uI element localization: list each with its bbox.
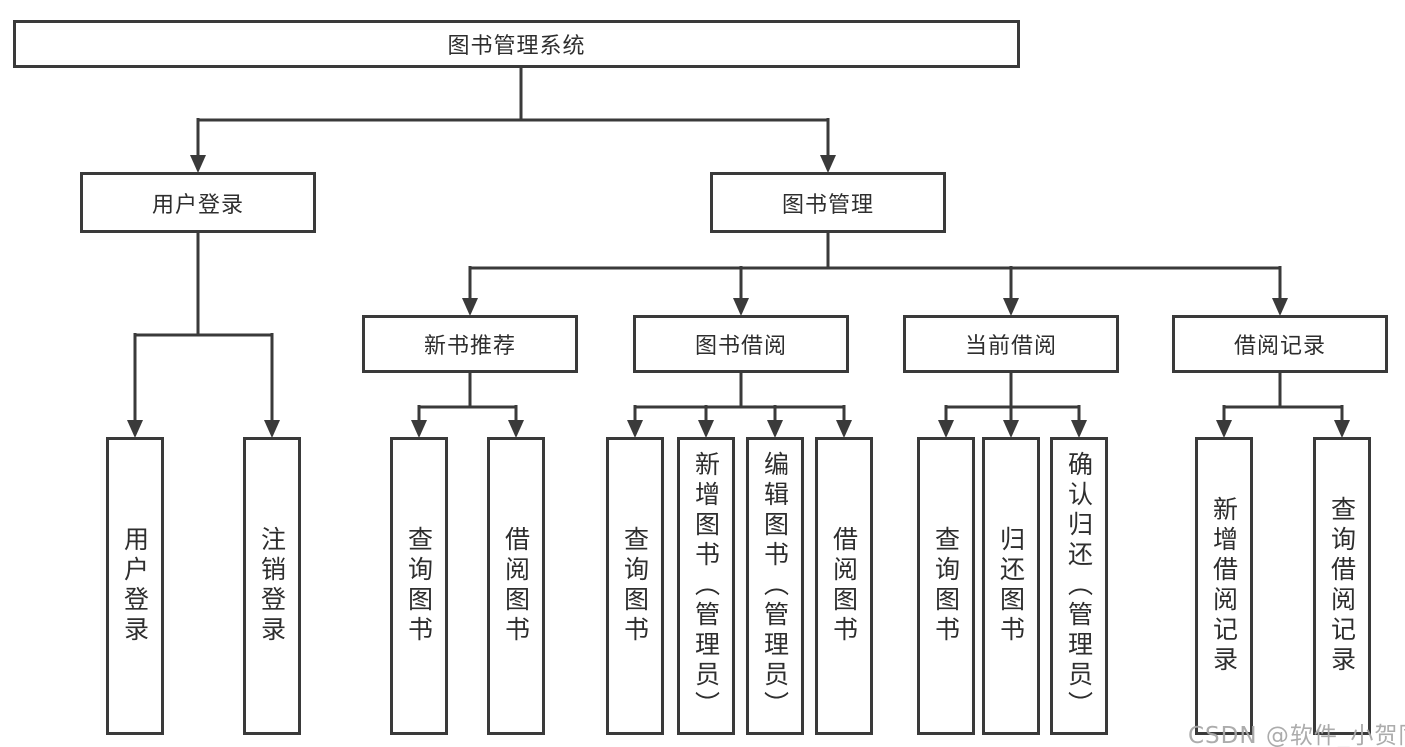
node-leaf-user-login-label: 用户登录 [120,526,150,646]
node-book-management: 图书管理 [710,172,946,233]
node-leaf-edit-book-admin: 编辑图书（管理员） [746,437,804,735]
node-leaf-confirm-return-admin-label: 确认归还（管理员） [1064,451,1094,721]
csdn-watermark: CSDN @软件_小贺同学 [1188,723,1405,747]
node-root-label: 图书管理系统 [447,34,586,59]
node-current-borrow: 当前借阅 [903,315,1119,373]
node-leaf-add-borrow-record: 新增借阅记录 [1195,437,1253,735]
node-leaf-query-books-3: 查询图书 [917,437,975,735]
node-leaf-borrow-books-2-label: 借阅图书 [829,526,859,646]
node-leaf-return-books-label: 归还图书 [996,526,1026,646]
node-user-login-label: 用户登录 [151,192,244,218]
node-leaf-query-books-3-label: 查询图书 [931,526,961,646]
node-leaf-logout-label: 注销登录 [257,526,287,646]
node-leaf-user-login: 用户登录 [106,437,164,735]
node-borrow-records-label: 借阅记录 [1233,334,1326,359]
node-leaf-logout: 注销登录 [243,437,301,735]
node-leaf-add-book-admin: 新增图书（管理员） [677,437,735,735]
node-new-book-recommend-label: 新书推荐 [423,334,516,359]
node-book-borrow-label: 图书借阅 [694,334,787,359]
node-leaf-confirm-return-admin: 确认归还（管理员） [1050,437,1108,735]
node-user-login: 用户登录 [80,172,316,233]
node-borrow-records: 借阅记录 [1172,315,1388,373]
node-leaf-add-borrow-record-label: 新增借阅记录 [1209,496,1239,676]
node-leaf-borrow-books-2: 借阅图书 [815,437,873,735]
node-leaf-add-book-admin-label: 新增图书（管理员） [691,451,721,721]
node-current-borrow-label: 当前借阅 [964,334,1057,359]
node-leaf-query-borrow-record-label: 查询借阅记录 [1327,496,1357,676]
node-new-book-recommend: 新书推荐 [362,315,578,373]
node-leaf-borrow-books-1: 借阅图书 [487,437,545,735]
node-leaf-edit-book-admin-label: 编辑图书（管理员） [760,451,790,721]
node-book-borrow: 图书借阅 [633,315,849,373]
node-leaf-return-books: 归还图书 [982,437,1040,735]
node-root-library-management-system: 图书管理系统 [13,20,1020,68]
node-leaf-query-books-2-label: 查询图书 [620,526,650,646]
node-leaf-query-borrow-record: 查询借阅记录 [1313,437,1371,735]
node-leaf-borrow-books-1-label: 借阅图书 [501,526,531,646]
node-leaf-query-books-1-label: 查询图书 [404,526,434,646]
node-leaf-query-books-2: 查询图书 [606,437,664,735]
node-book-management-label: 图书管理 [781,192,874,218]
node-leaf-query-books-1: 查询图书 [390,437,448,735]
